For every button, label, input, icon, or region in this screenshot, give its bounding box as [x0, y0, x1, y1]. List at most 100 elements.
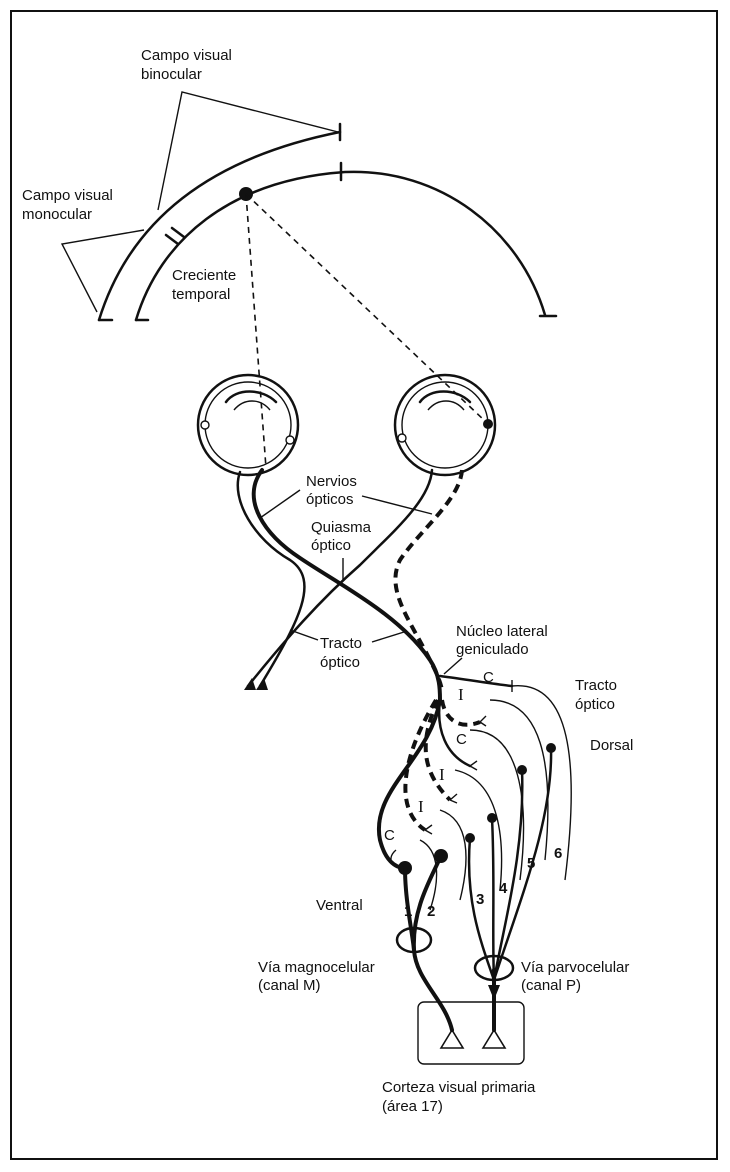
label-chiasm-line1: Quiasma: [311, 519, 372, 536]
label-cortex-line1: Corteza visual primaria: [382, 1079, 536, 1096]
label-magno-line1: Vía magnocelular: [258, 959, 375, 976]
binocular-bracket: [157, 91, 339, 211]
label-chiasm-line2: óptico: [311, 537, 351, 554]
cortex-neuron-m: [439, 1028, 465, 1049]
left-tract-arrow-2: [256, 678, 268, 690]
callout-nerve-right: [361, 495, 433, 515]
label-cortex-line2: (área 17): [382, 1098, 443, 1115]
visual-field-arcs: [97, 122, 558, 322]
mark-i-low: I: [418, 797, 424, 816]
projection-lines: [245, 193, 487, 469]
optic-pathways: [236, 468, 464, 702]
label-optic-tract-left-line2: óptico: [320, 654, 360, 671]
left-eye-outer: [196, 373, 300, 477]
right-eye-lens: [418, 390, 472, 404]
figure-frame: [10, 10, 718, 1160]
label-optic-nerves-line1: Nervios: [306, 473, 357, 490]
tract-branch-c-top: [438, 674, 514, 688]
right-eye-lens-inner: [427, 400, 465, 411]
label-binocular-line1: Campo visual: [141, 47, 232, 64]
label-crescent-line1: Creciente: [172, 267, 236, 284]
left-eye-inner: [204, 381, 292, 469]
magno-ring: [395, 926, 433, 954]
label-optic-tract-left-line1: Tracto: [320, 635, 362, 652]
layer-number-1: 1: [404, 903, 412, 920]
label-magno-line2: (canal M): [258, 977, 321, 994]
label-optic-tract-right-line2: óptico: [575, 696, 615, 713]
lgn-layers: [376, 674, 572, 1032]
mark-c-mid: C: [456, 731, 467, 748]
callout-tract-right: [371, 631, 405, 643]
right-eye: [393, 373, 497, 477]
left-eye-temporal-dot: [285, 435, 295, 445]
layer-number-6: 6: [554, 845, 562, 862]
label-crescent-line2: temporal: [172, 286, 230, 303]
cortex-rectangle: [417, 1001, 525, 1065]
layer-number-5: 5: [527, 855, 535, 872]
right-eye-outer: [393, 373, 497, 477]
label-parvo-line2: (canal P): [521, 977, 581, 994]
axon-layer-1: [403, 866, 416, 952]
label-lgn-line1: Núcleo lateral: [456, 623, 548, 640]
fiber-layer-i-top: [440, 699, 481, 727]
label-monocular-line1: Campo visual: [22, 187, 113, 204]
label-optic-tract-right-line1: Tracto: [575, 677, 617, 694]
fiber-layer-i-low: [403, 698, 438, 832]
right-eye-nasal-dot: [397, 433, 407, 443]
crescent-tick-1: [164, 233, 180, 246]
layer-4-outline: [469, 729, 525, 881]
inner-field-arc: [134, 170, 547, 322]
cortex-box: [417, 1001, 525, 1065]
label-lgn-line2: geniculado: [456, 641, 529, 658]
mark-c-top: C: [483, 669, 494, 686]
mark-c-low: C: [384, 827, 395, 844]
axon-layer-4: [490, 816, 496, 982]
left-eye: [196, 373, 300, 477]
layer-number-2: 2: [427, 903, 435, 920]
monocular-bracket: [60, 229, 145, 313]
label-binocular-line2: binocular: [141, 66, 202, 83]
projection-left-eye: [245, 193, 267, 469]
right-nerve-crossed: [246, 468, 434, 688]
outer-field-arc: [97, 130, 342, 322]
left-eye-nasal-dot: [200, 420, 210, 430]
label-dorsal: Dorsal: [590, 737, 633, 754]
mark-i-top: I: [458, 685, 464, 704]
label-parvo-line1: Vía parvocelular: [521, 959, 629, 976]
fork-2: [469, 760, 478, 771]
crescent-tick-2: [170, 226, 186, 239]
right-nerve-uncrossed-dashed: [393, 469, 464, 691]
parvo-ring: [473, 954, 515, 982]
field-brackets: [60, 91, 339, 313]
label-optic-nerves-line2: ópticos: [306, 491, 354, 508]
right-eye-retina-point: [483, 419, 493, 429]
label-monocular-line2: monocular: [22, 206, 92, 223]
layer-6-outline: [511, 685, 572, 881]
left-tract-arrow-1: [244, 678, 256, 690]
fork-1: [479, 715, 487, 727]
callout-nerve-left: [259, 489, 301, 519]
right-eye-inner: [401, 381, 489, 469]
left-eye-lens: [224, 390, 278, 404]
fiber-layer-i-mid: [423, 699, 452, 802]
label-ventral: Ventral: [316, 897, 363, 914]
fork-3: [449, 793, 458, 804]
synapse-forks: [424, 715, 487, 835]
layer-2-outline: [439, 809, 467, 901]
callout-lgn: [443, 657, 463, 675]
callout-lines: [259, 489, 463, 675]
left-eye-lens-inner: [233, 400, 271, 411]
projection-right-eye: [245, 193, 487, 423]
parvo-arrow: [488, 985, 500, 1000]
mark-i-mid: I: [439, 765, 445, 784]
layer-number-4: 4: [499, 880, 508, 897]
fork-4: [424, 824, 433, 835]
fiber-layer-c-low: [376, 698, 442, 870]
cortex-neuron-p: [481, 1028, 507, 1049]
axon-layer-3: [467, 836, 496, 982]
callout-tract-left: [289, 629, 319, 641]
left-nerve-uncrossed: [236, 470, 306, 688]
layer-number-3: 3: [476, 891, 484, 908]
layer-5-outline: [489, 699, 549, 861]
